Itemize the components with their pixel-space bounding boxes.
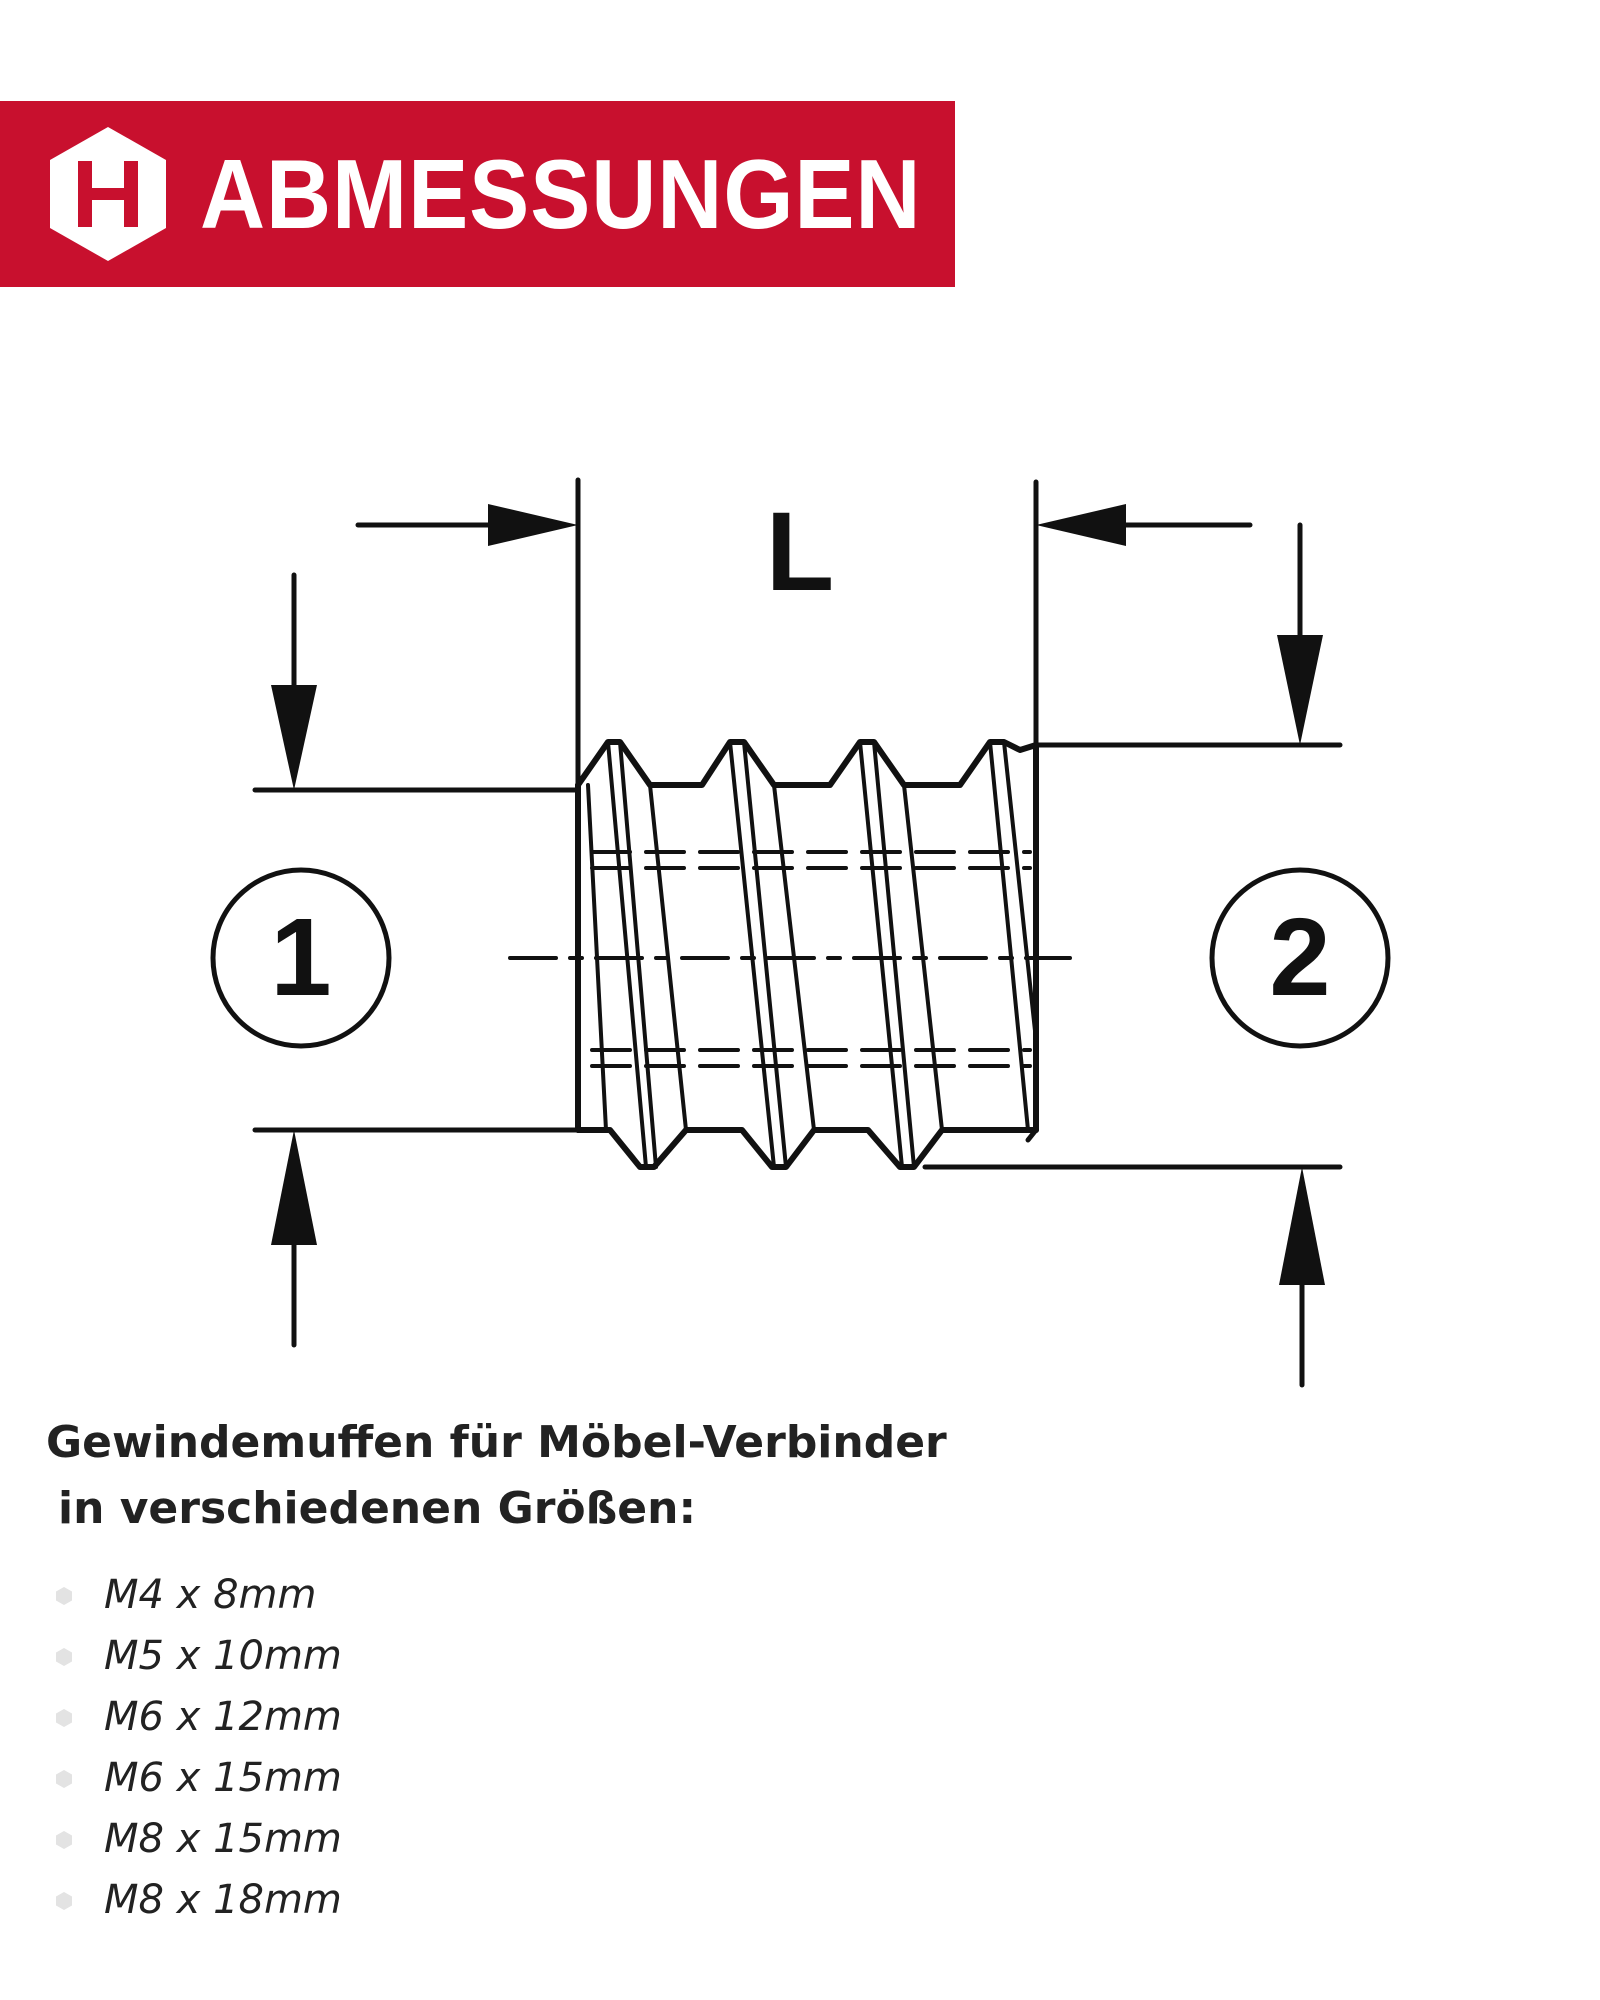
size-label: M4 x 8mm [104,1572,317,1618]
inner-bore-hidden-lines [590,850,1032,1068]
arrowhead-right [1036,504,1126,546]
arrowhead-outer-top [1277,635,1323,745]
callout-label-2: 2 [1269,896,1330,1019]
size-label: M5 x 10mm [104,1633,342,1679]
dimension-label-length: L [766,489,834,614]
threaded-insert-dimension-drawing: L 1 2 [210,477,1391,1388]
thread-flank [606,740,648,1169]
arrowhead-outer-bottom [1279,1167,1325,1285]
thread-flank [1002,740,1038,1042]
thread-flank [872,740,916,1169]
list-item: M5 x 10mm [54,1626,342,1687]
arrowhead-inner-bottom [271,1130,317,1245]
list-item: M8 x 18mm [54,1870,342,1931]
thread-flank [858,740,904,1169]
header-banner: ABMESSUNGEN [0,101,955,287]
list-item: M6 x 12mm [54,1687,342,1748]
callout-label-1: 1 [270,896,331,1019]
hexagon-bullet-icon [56,1892,72,1910]
size-label: M8 x 18mm [104,1877,342,1923]
product-description: Gewindemuffen für Möbel-Verbinder in ver… [46,1410,1146,1542]
hexagon-bullet-icon [56,1709,72,1727]
banner-title: ABMESSUNGEN [200,139,922,249]
hexagon-bullet-icon [56,1831,72,1849]
list-item: M8 x 15mm [54,1809,342,1870]
hexagon-bullet-icon [56,1648,72,1666]
arrowhead-left [488,504,578,546]
hexagon-bullet-icon [56,1587,72,1605]
hex-h-logo-icon [50,127,166,261]
list-item: M6 x 15mm [54,1748,342,1809]
description-line-1: Gewindemuffen für Möbel-Verbinder [46,1417,947,1468]
arrowhead-inner-top [271,685,317,790]
thread-top-profile [575,739,1039,788]
thread-flank [988,740,1030,1132]
size-label: M6 x 12mm [104,1694,342,1740]
size-list: M4 x 8mm M5 x 10mm M6 x 12mm M6 x 15mm M… [54,1565,342,1931]
thread-flank [618,740,658,1169]
callout-circle-1 [210,867,392,1049]
size-label: M8 x 15mm [104,1816,342,1862]
thread-flank [742,740,788,1169]
thread-flank [728,740,776,1169]
description-line-2: in verschiedenen Größen: [58,1483,697,1534]
callout-circle-2 [1209,867,1391,1049]
hexagon-bullet-icon [56,1770,72,1788]
size-label: M6 x 15mm [104,1755,342,1801]
list-item: M4 x 8mm [54,1565,342,1626]
